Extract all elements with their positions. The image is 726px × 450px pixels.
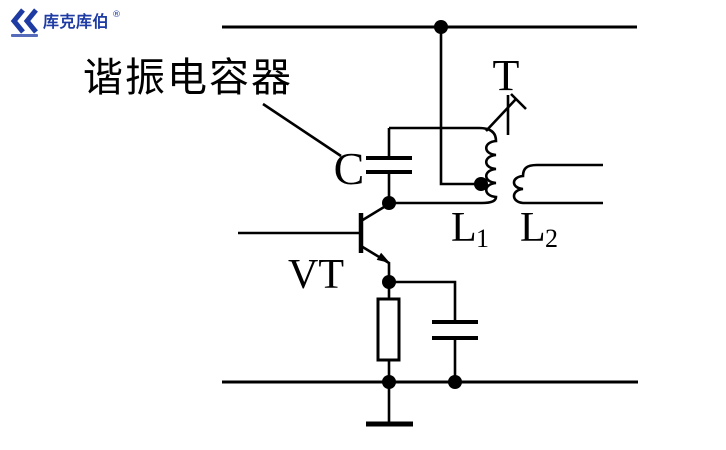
supply-feed-wire	[439, 27, 481, 186]
logo-tagline-bar	[11, 34, 38, 37]
emitter-arrow-icon	[376, 252, 390, 263]
annotation-resonant-capacitor: 谐振电容器	[83, 55, 293, 101]
l1-subscript: 1	[476, 224, 489, 253]
registered-trademark-icon: ®	[112, 10, 122, 20]
leader-line	[262, 102, 342, 158]
emitter-junction-dot	[382, 275, 396, 289]
tank-capacitor	[366, 128, 412, 203]
transformer-label: T	[493, 51, 520, 100]
brand-logo: 库克库伯 ®	[10, 8, 121, 38]
l1-tap-dot	[474, 177, 488, 191]
l2-label: L	[520, 205, 546, 251]
l1-label: L	[451, 205, 477, 251]
tuning-arrow-icon	[485, 93, 527, 135]
supply-junction-dot	[434, 20, 448, 34]
bypass-capacitor	[389, 280, 478, 382]
emitter-resistor	[376, 282, 401, 382]
l2-subscript: 2	[545, 224, 558, 253]
transistor-label: VT	[288, 252, 344, 298]
collector-junction-dot	[382, 196, 396, 210]
bypass-junction-dot	[448, 375, 462, 389]
inductor-l1	[389, 126, 498, 205]
ground-junction-dot	[382, 375, 396, 389]
inductor-l2	[512, 163, 603, 205]
logo-kk-icon	[10, 8, 40, 38]
kk-chevron-icon	[10, 8, 38, 34]
capacitor-label: C	[334, 143, 365, 194]
brand-name: 库克库伯	[43, 12, 110, 31]
